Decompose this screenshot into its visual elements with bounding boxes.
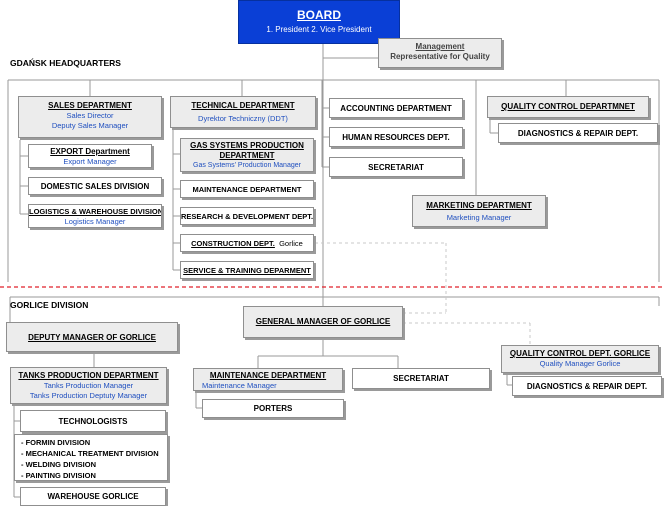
porters-title: PORTERS <box>253 404 293 413</box>
maintenance-title: MAINTENANCE DEPARTMENT <box>192 185 302 194</box>
quality-control-box: QUALITY CONTROL DEPARTMNET <box>487 96 649 118</box>
management-rep-line2: Representative for Quality <box>390 52 490 61</box>
secretariat-box: SECRETARIAT <box>329 157 463 177</box>
secretariat-title: SECRETARIAT <box>368 163 424 172</box>
tanks-sub1: Tanks Production Manager <box>43 381 134 390</box>
gorlice-quality-box: QUALITY CONTROL DEPT. GORLICE Quality Ma… <box>501 345 659 373</box>
gas-title2: DEPARTMENT <box>219 151 275 160</box>
hr-box: HUMAN RESOURCES DEPT. <box>329 127 463 147</box>
marketing-title: MARKETING DEPARTMENT <box>426 201 532 210</box>
gdansk-heading: GDAŃSK HEADQUARTERS <box>10 58 121 68</box>
service-box: SERVICE & TRAINING DEPARMENT <box>180 261 314 279</box>
board-title: BOARD <box>297 8 341 22</box>
hr-title: HUMAN RESOURCES DEPT. <box>342 133 450 142</box>
technologists-title: TECHNOLOGISTS <box>58 417 128 426</box>
gas-systems-box: GAS SYSTEMS PRODUCTION DEPARTMENT Gas Sy… <box>180 138 314 172</box>
management-rep-line1: Management <box>415 42 465 51</box>
maintenance-box: MAINTENANCE DEPARTMENT <box>180 180 314 198</box>
dashed-links <box>315 242 531 345</box>
management-rep-box: Management Representative for Quality <box>378 38 502 68</box>
porters-box: PORTERS <box>202 399 344 418</box>
logistics-title: LOGISTICS & WAREHOUSE DIVISION <box>29 207 162 216</box>
marketing-box: MARKETING DEPARTMENT Marketing Manager <box>412 195 546 227</box>
board-members: 1. President 2. Vice President <box>266 25 372 34</box>
sales-sub1: Sales Director <box>66 111 114 120</box>
diagnostics-box: DIAGNOSTICS & REPAIR DEPT. <box>498 123 658 143</box>
gas-title1: GAS SYSTEMS PRODUCTION <box>190 141 304 150</box>
logistics-box: LOGISTICS & WAREHOUSE DIVISION Logistics… <box>28 204 162 228</box>
research-title: RESEARCH & DEVELOPMENT DEPT. <box>181 212 314 221</box>
domestic-sales-box: DOMESTIC SALES DIVISION <box>28 177 162 195</box>
construction-title: CONSTRUCTION DEPT. <box>191 239 275 248</box>
technical-title: TECHNICAL DEPARTMENT <box>191 101 295 110</box>
quality-title: QUALITY CONTROL DEPARTMNET <box>501 102 635 111</box>
accounting-box: ACCOUNTING DEPARTMENT <box>329 98 463 118</box>
division-welding: - WELDING DIVISION <box>21 460 96 469</box>
deputy-title: DEPUTY MANAGER OF GORLICE <box>28 333 156 342</box>
general-title: GENERAL MANAGER OF GORLICE <box>255 317 391 326</box>
accounting-title: ACCOUNTING DEPARTMENT <box>340 104 452 113</box>
sales-department-box: SALES DEPARTMENT Sales Director Deputy S… <box>18 96 162 138</box>
export-box: EXPORT Department Export Manager <box>28 144 152 168</box>
sales-sub2: Deputy Sales Manager <box>51 121 129 130</box>
tanks-title: TANKS PRODUCTION DEPARTMENT <box>18 371 159 380</box>
construction-suffix: Gorlice <box>279 239 303 248</box>
technical-sub: Dyrektor Techniczny (DDT) <box>198 114 288 123</box>
tanks-production-box: TANKS PRODUCTION DEPARTMENT Tanks Produc… <box>10 367 167 404</box>
logistics-sub: Logistics Manager <box>64 217 126 226</box>
gorlice-secretariat-box: SECRETARIAT <box>352 368 490 389</box>
gorlice-heading: GORLICE DIVISION <box>10 300 89 310</box>
service-title: SERVICE & TRAINING DEPARMENT <box>183 266 311 275</box>
gorlice-secretariat-title: SECRETARIAT <box>393 374 449 383</box>
technical-department-box: TECHNICAL DEPARTMENT Dyrektor Techniczny… <box>170 96 316 128</box>
warehouse-box: WAREHOUSE GORLICE <box>20 487 166 506</box>
construction-label: CONSTRUCTION DEPT. Gorlice <box>181 239 313 249</box>
warehouse-title: WAREHOUSE GORLICE <box>47 492 139 501</box>
divisions-box: - FORMIN DIVISION - MECHANICAL TREATMENT… <box>14 434 168 481</box>
gorlice-maintenance-title: MAINTENANCE DEPARTMENT <box>209 371 327 380</box>
division-forming: - FORMIN DIVISION <box>21 438 91 447</box>
gorlice-quality-sub: Quality Manager Gorlice <box>539 359 621 368</box>
export-sub: Export Manager <box>63 157 117 166</box>
export-title: EXPORT Department <box>50 147 130 156</box>
gorlice-diagnostics-title: DIAGNOSTICS & REPAIR DEPT. <box>526 382 648 391</box>
gorlice-maintenance-box: MAINTENANCE DEPARTMENT Maintenance Manag… <box>193 368 343 391</box>
division-painting: - PAINTING DIVISION <box>21 471 96 480</box>
technologists-box: TECHNOLOGISTS <box>20 410 166 432</box>
construction-box: CONSTRUCTION DEPT. Gorlice <box>180 234 314 252</box>
board-box: BOARD 1. President 2. Vice President <box>238 0 400 44</box>
research-box: RESEARCH & DEVELOPMENT DEPT. <box>180 207 314 225</box>
gas-sub: Gas Systems' Production Manager <box>193 162 301 169</box>
gorlice-maintenance-sub: Maintenance Manager <box>202 381 277 390</box>
deputy-manager-box: DEPUTY MANAGER OF GORLICE <box>6 322 178 352</box>
sales-title: SALES DEPARTMENT <box>48 101 132 110</box>
division-mechanical: - MECHANICAL TREATMENT DIVISION <box>21 449 159 458</box>
marketing-sub: Marketing Manager <box>446 213 512 222</box>
gorlice-quality-title: QUALITY CONTROL DEPT. GORLICE <box>509 349 651 358</box>
domestic-title: DOMESTIC SALES DIVISION <box>40 182 150 191</box>
tanks-sub2: Tanks Production Deptuty Manager <box>29 391 148 400</box>
general-manager-box: GENERAL MANAGER OF GORLICE <box>243 306 403 338</box>
diagnostics-title: DIAGNOSTICS & REPAIR DEPT. <box>517 129 639 138</box>
gorlice-diagnostics-box: DIAGNOSTICS & REPAIR DEPT. <box>512 376 662 396</box>
